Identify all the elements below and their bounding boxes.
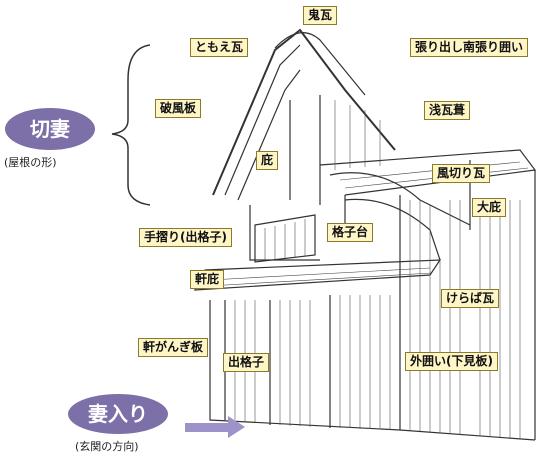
label-tomoe: ともえ瓦 xyxy=(190,38,249,57)
label-nokibisashi: 軒庇 xyxy=(190,270,225,289)
label-haridashi: 張り出し南張り囲い xyxy=(410,38,529,57)
label-degoshi: 出格子 xyxy=(223,353,270,372)
label-noki-gangi: 軒がんぎ板 xyxy=(138,338,209,357)
label-hafuita: 破風板 xyxy=(155,99,202,118)
label-koshidai: 格子台 xyxy=(327,223,374,242)
label-onigawara: 鬼瓦 xyxy=(303,6,338,25)
kirizuma-note: (屋根の形) xyxy=(4,156,57,169)
entrance-arrow xyxy=(185,416,245,438)
tsumairi-oval: 妻入り xyxy=(68,394,168,434)
gable-roof xyxy=(212,28,396,196)
label-tesuri: 手摺り(出格子) xyxy=(139,228,232,247)
label-hisashi: 庇 xyxy=(256,151,279,170)
brace xyxy=(111,44,151,206)
kirizuma-oval: 切妻 xyxy=(5,108,95,150)
label-sotogakoi: 外囲い(下見板) xyxy=(405,352,498,371)
label-keraba: けらば瓦 xyxy=(441,289,500,308)
label-ohisashi: 大庇 xyxy=(472,198,507,217)
tsumairi-note: (玄関の方向) xyxy=(75,440,139,453)
label-asagawara: 浅瓦葺 xyxy=(424,101,471,120)
label-kazakiri: 風切り瓦 xyxy=(432,164,491,183)
